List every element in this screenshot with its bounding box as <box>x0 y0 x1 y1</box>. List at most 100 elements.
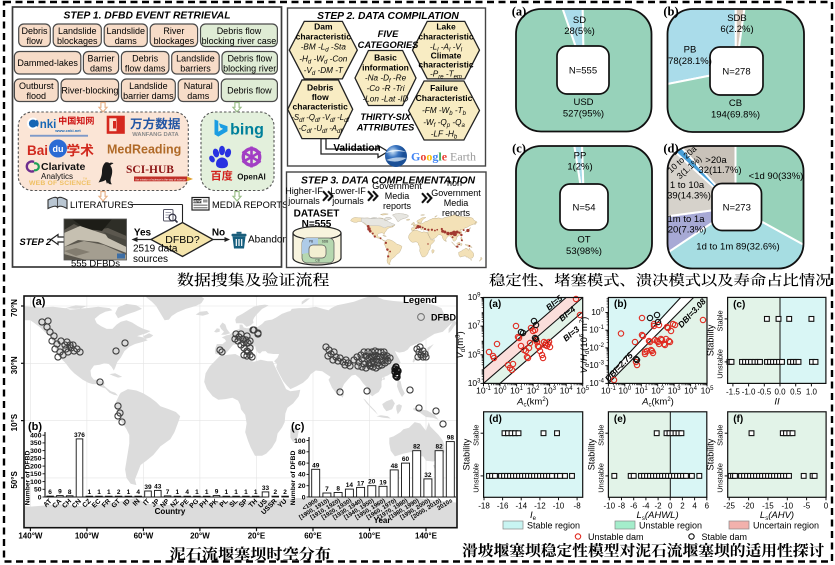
svg-text:Unstable dam: Unstable dam <box>588 532 644 542</box>
svg-text:43: 43 <box>154 483 162 490</box>
svg-text:-Wf -Qp -Qa: -Wf -Qp -Qa <box>423 118 465 129</box>
svg-text:-4: -4 <box>642 501 650 510</box>
svg-text:Stable: Stable <box>596 425 605 446</box>
svg-text:N=273: N=273 <box>723 202 751 213</box>
svg-text:10-2: 10-2 <box>589 342 604 352</box>
svg-text:WEB OF SCIENCE: WEB OF SCIENCE <box>29 180 91 187</box>
svg-text:DFBD: DFBD <box>431 313 456 323</box>
svg-text:sources: sources <box>133 254 168 265</box>
svg-text:Debris flow: Debris flow <box>217 26 262 36</box>
svg-text:Government: Government <box>372 181 422 191</box>
svg-text:140°E: 140°E <box>415 532 438 541</box>
svg-text:CN: CN <box>71 498 83 510</box>
svg-text:1: 1 <box>244 489 248 496</box>
svg-text:-Vd -DM -T: -Vd -DM -T <box>304 66 344 77</box>
svg-text:32: 32 <box>424 472 432 479</box>
svg-text:JP: JP <box>150 498 161 509</box>
svg-text:-1.0: -1.0 <box>742 387 756 396</box>
svg-text:STEP 2: STEP 2 <box>20 237 53 247</box>
svg-text:9: 9 <box>58 489 62 496</box>
svg-text:Climate: Climate <box>431 51 462 61</box>
svg-text:Ls(AHWL): Ls(AHWL) <box>637 510 679 522</box>
svg-text:(c): (c) <box>733 299 745 310</box>
svg-text:Debris: Debris <box>21 26 48 36</box>
svg-text:-Na -Df -Re: -Na -Df -Re <box>365 74 407 85</box>
svg-text:53(98%): 53(98%) <box>566 246 602 257</box>
svg-text:N=54: N=54 <box>573 202 596 213</box>
svg-text:100: 100 <box>591 307 604 317</box>
svg-text:104: 104 <box>684 386 697 396</box>
svg-text:4: 4 <box>692 501 697 510</box>
svg-text:Unstable: Unstable <box>596 463 605 493</box>
svg-text:-1.5: -1.5 <box>726 387 740 396</box>
svg-text:the mission of science is the: the mission of science is the way of sci… <box>135 178 186 182</box>
svg-text:Unstable region: Unstable region <box>639 521 702 531</box>
svg-text:-Sdf -Qdf -Vdf -Ldf: -Sdf -Qdf -Vdf -Ldf <box>291 113 350 124</box>
svg-text:150: 150 <box>30 471 42 478</box>
svg-text:100: 100 <box>618 386 631 396</box>
svg-text:Ls(AHV): Ls(AHV) <box>760 510 794 522</box>
svg-text:(b): (b) <box>614 299 627 310</box>
svg-text:0: 0 <box>824 501 829 510</box>
svg-text:Stable: Stable <box>472 425 481 446</box>
svg-text:10-3: 10-3 <box>589 360 604 370</box>
svg-text:PB: PB <box>684 45 697 56</box>
svg-text:-FM -Wb -Tb: -FM -Wb -Tb <box>422 106 467 117</box>
svg-text:(a): (a) <box>489 299 501 310</box>
svg-text:barrier dams: barrier dams <box>123 91 174 101</box>
svg-text:Debris flow: Debris flow <box>227 54 272 64</box>
svg-text:Stability: Stability <box>462 438 472 470</box>
svg-text:103: 103 <box>668 386 681 396</box>
svg-text:6: 6 <box>705 501 710 510</box>
svg-text:103: 103 <box>543 386 556 396</box>
svg-text:1: 1 <box>97 489 101 496</box>
svg-text:™: ™ <box>83 177 88 183</box>
svg-text:Validation: Validation <box>333 143 380 154</box>
svg-text:350: 350 <box>30 440 42 447</box>
svg-text:100°E: 100°E <box>359 532 382 541</box>
svg-text:CA: CA <box>51 498 63 510</box>
svg-text:Failure: Failure <box>430 83 458 93</box>
svg-text:400: 400 <box>30 433 42 440</box>
svg-text:1.0: 1.0 <box>806 387 818 396</box>
svg-text:1: 1 <box>107 489 111 496</box>
svg-text:blocking river case: blocking river case <box>202 36 277 46</box>
svg-text:Stability: Stability <box>706 438 716 470</box>
svg-text:WANFANG DATA: WANFANG DATA <box>132 132 179 138</box>
svg-text:SDB: SDB <box>727 13 747 24</box>
svg-text:-12: -12 <box>534 501 546 510</box>
svg-text:8: 8 <box>336 485 340 492</box>
svg-text:Stability: Stability <box>706 324 716 356</box>
svg-text:Characteristic: Characteristic <box>416 93 473 103</box>
svg-text:PL: PL <box>219 498 230 509</box>
svg-text:103: 103 <box>468 378 481 388</box>
svg-text:PH: PH <box>199 498 211 510</box>
svg-text:non-: non- <box>447 178 465 188</box>
svg-text:0: 0 <box>668 501 673 510</box>
svg-text:ATTRIBUTES: ATTRIBUTES <box>356 123 415 133</box>
svg-text:blockages: blockages <box>57 36 98 46</box>
svg-text:-14: -14 <box>515 501 527 510</box>
svg-text:River: River <box>163 26 184 36</box>
svg-text:NZ: NZ <box>169 498 180 509</box>
svg-text:N=555: N=555 <box>302 219 332 230</box>
svg-text:TH: TH <box>248 498 259 509</box>
svg-text:flow: flow <box>312 92 329 102</box>
svg-text:60: 60 <box>402 456 410 463</box>
svg-text:-Lon -Lat -ID: -Lon -Lat -ID <box>363 95 409 104</box>
svg-text:du: du <box>53 144 64 154</box>
svg-text:reports: reports <box>383 201 412 211</box>
svg-text:-Co -R -Tri: -Co -R -Tri <box>366 84 404 93</box>
svg-text:2519 data: 2519 data <box>133 244 178 255</box>
svg-text:SCI-HUB: SCI-HUB <box>126 164 174 176</box>
svg-text:Dammed-lakes: Dammed-lakes <box>17 58 78 68</box>
svg-text:-8: -8 <box>574 501 582 510</box>
svg-text:-10: -10 <box>553 501 565 510</box>
svg-text:SL: SL <box>228 498 239 509</box>
svg-text:Vd(m3): Vd(m3) <box>455 331 467 358</box>
svg-text:PE: PE <box>179 498 191 510</box>
svg-text:Natural: Natural <box>184 81 213 91</box>
svg-text:-5: -5 <box>803 501 811 510</box>
svg-text:SP: SP <box>238 498 250 510</box>
svg-text:78(28.1%): 78(28.1%) <box>668 56 712 67</box>
